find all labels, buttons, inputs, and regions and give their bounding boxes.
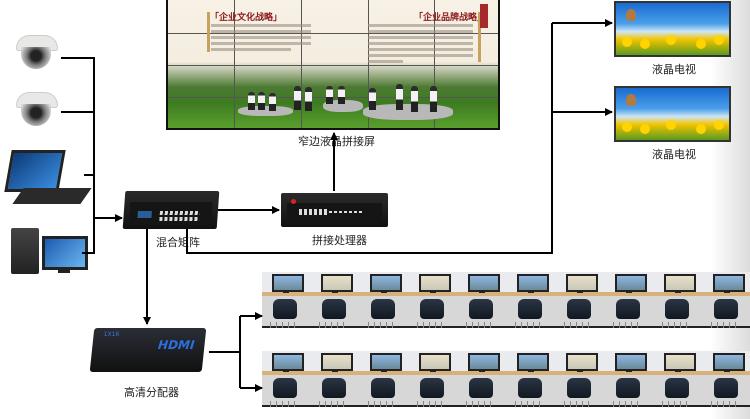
splicing-processor <box>281 193 388 227</box>
workstation <box>703 351 749 413</box>
hd-distributor: 1X16 HDMI <box>89 328 207 372</box>
chair-icon <box>665 378 689 398</box>
chair-icon <box>518 378 542 398</box>
workstation <box>605 272 651 334</box>
video-wall-label: 窄边液晶拼接屏 <box>298 135 375 148</box>
chair-icon <box>469 299 493 319</box>
chair-icon <box>518 299 542 319</box>
desktop-pc <box>8 228 88 276</box>
workstation-row-2 <box>262 351 750 413</box>
workstation <box>360 351 406 413</box>
hybrid-matrix-label: 混合矩阵 <box>156 236 200 249</box>
butterfly-icon <box>626 9 636 21</box>
chair-icon <box>420 299 444 319</box>
workstation <box>409 272 455 334</box>
chair-icon <box>371 299 395 319</box>
laptop <box>4 150 92 210</box>
workstation <box>311 272 357 334</box>
dome-camera-2 <box>13 92 59 128</box>
distributor-to-rows-line <box>209 316 241 388</box>
workstation <box>654 351 700 413</box>
background-shade <box>710 0 750 419</box>
wall-heading-brand: 「企业品牌战略」 <box>414 13 487 23</box>
workstation <box>507 351 553 413</box>
workstation <box>409 351 455 413</box>
workstation <box>458 351 504 413</box>
wall-heading-culture: 「企业文化战略」 <box>210 13 283 23</box>
workstation <box>311 351 357 413</box>
chair-icon <box>469 378 493 398</box>
hdmi-logo: HDMI <box>157 338 196 352</box>
workstation <box>654 272 700 334</box>
chair-icon <box>616 378 640 398</box>
chair-icon <box>420 378 444 398</box>
hd-distributor-label: 高清分配器 <box>124 386 179 399</box>
workstation <box>458 272 504 334</box>
chair-icon <box>616 299 640 319</box>
lcd-tv-1 <box>614 1 731 57</box>
lcd-tv-2 <box>614 86 731 142</box>
chair-icon <box>665 299 689 319</box>
chair-icon <box>371 378 395 398</box>
chair-icon <box>567 299 591 319</box>
narrow-bezel-video-wall: 「企业文化战略」 「企业品牌战略」 <box>166 0 500 130</box>
chair-icon <box>322 299 346 319</box>
workstation <box>360 272 406 334</box>
lcd-tv-2-label: 液晶电视 <box>652 148 696 161</box>
workstation-row-1 <box>262 272 750 334</box>
chair-icon <box>273 378 297 398</box>
butterfly-icon <box>626 94 636 106</box>
hybrid-matrix <box>122 191 220 229</box>
chair-icon <box>567 378 591 398</box>
workstation <box>262 351 308 413</box>
chair-icon <box>273 299 297 319</box>
workstation <box>507 272 553 334</box>
lcd-tv-1-label: 液晶电视 <box>652 63 696 76</box>
workstation <box>605 351 651 413</box>
hd-distributor-model: 1X16 <box>103 331 120 338</box>
workstation <box>262 272 308 334</box>
workstation <box>556 351 602 413</box>
chair-icon <box>714 378 738 398</box>
chair-icon <box>322 378 346 398</box>
workstation <box>556 272 602 334</box>
dome-camera-1 <box>13 35 59 71</box>
chair-icon <box>714 299 738 319</box>
splicing-processor-label: 拼接处理器 <box>312 234 367 247</box>
workstation <box>703 272 749 334</box>
